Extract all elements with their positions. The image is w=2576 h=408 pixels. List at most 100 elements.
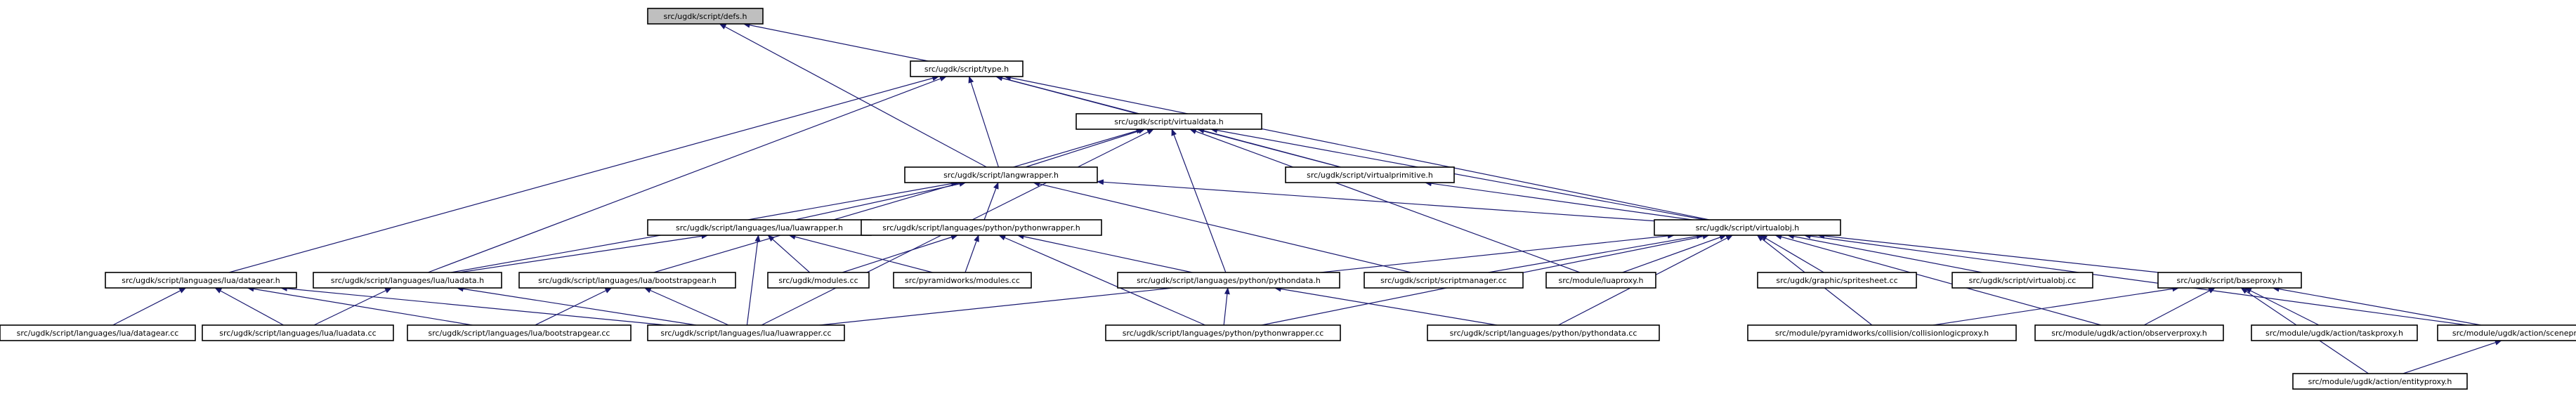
graph-node-type[interactable]: src/ugdk/script/type.h [910,60,1024,77]
edge-pyramid-modules-to-luawrapper-h [788,234,933,273]
edge-luaproxy-to-virtualdata [1189,129,1581,273]
graph-node-modules-cc[interactable]: src/ugdk/modules.cc [767,272,870,289]
node-box [407,324,632,341]
node-label: src/ugdk/script/virtualobj.h [1696,223,1800,232]
node-box [2034,324,2224,341]
edge-pythonwrapper-h-to-langwrapper [983,182,999,221]
node-label: src/ugdk/script/type.h [924,65,1009,74]
edge-pythonwrapper-cc-to-pythonwrapper-h [998,235,1206,326]
edges-layer [112,22,2502,374]
graph-node-virtualprimitive[interactable]: src/ugdk/script/virtualprimitive.h [1285,166,1455,183]
node-label: src/ugdk/script/defs.h [664,12,747,21]
node-label: src/ugdk/script/languages/lua/luadata.cc [219,329,376,338]
node-label: src/module/ugdk/action/sceneproxy.h [2452,329,2576,338]
graph-node-scriptmanager[interactable]: src/ugdk/script/scriptmanager.cc [1364,272,1524,289]
graph-node-datagear-h[interactable]: src/ugdk/script/languages/lua/datagear.h [105,272,297,289]
graph-node-taskproxy[interactable]: src/module/ugdk/action/taskproxy.h [2251,324,2418,341]
node-box [105,272,297,289]
node-label: src/ugdk/script/virtualobj.cc [1969,276,2077,285]
edge-luadata-h-to-luawrapper-h [459,233,709,273]
node-label: src/ugdk/script/languages/lua/bootstrapg… [429,329,610,338]
node-box [313,272,502,289]
graph-node-bootstrapgear-cc[interactable]: src/ugdk/script/languages/lua/bootstrapg… [407,324,632,341]
node-label: src/ugdk/script/baseproxy.h [2177,276,2283,285]
edge-taskproxy-to-baseproxy [2244,287,2320,326]
node-label: src/module/ugdk/action/observerproxy.h [2051,329,2206,338]
graph-node-pythondata-cc[interactable]: src/ugdk/script/languages/python/pythond… [1427,324,1660,341]
node-box [0,324,196,341]
graph-node-pyramid-modules[interactable]: src/pyramidworks/modules.cc [893,272,1032,289]
graph-node-virtualobj-h[interactable]: src/ugdk/script/virtualobj.h [1654,219,1841,236]
edge-luawrapper-cc-to-datagear-h [280,285,667,326]
edge-observerproxy-to-virtualobj-h [1774,234,2102,326]
node-label: src/ugdk/script/languages/lua/luadata.h [331,276,484,285]
edge-virtualobj-h-to-type [1004,74,1710,221]
node-box [1545,272,1656,289]
node-box [1285,166,1455,183]
edge-virtualobj-h-to-virtualdata [1210,127,1706,221]
edge-modules-cc-to-pythonwrapper-h [842,234,958,273]
edge-pythondata-h-to-pythonwrapper-h [1016,233,1193,273]
edge-baseproxy-to-virtualobj-h [1817,233,2159,273]
graph-node-datagear-cc[interactable]: src/ugdk/script/languages/lua/datagear.c… [0,324,196,341]
edge-pyramid-modules-to-pythonwrapper-h [965,235,979,273]
node-box [767,272,870,289]
node-label: src/ugdk/script/langwrapper.h [943,171,1059,180]
edge-datagear-h-to-type [228,75,940,273]
node-label: src/ugdk/modules.cc [778,276,858,285]
graph-node-spritesheet[interactable]: src/ugdk/graphic/spritesheet.cc [1757,272,1917,289]
edge-luadata-h-to-type [427,76,947,273]
edge-langwrapper-to-virtualdata [1025,128,1146,168]
node-box [893,272,1032,289]
graph-node-luawrapper-cc[interactable]: src/ugdk/script/languages/lua/luawrapper… [647,324,845,341]
graph-node-baseproxy[interactable]: src/ugdk/script/baseproxy.h [2157,272,2302,289]
graph-node-pythonwrapper-h[interactable]: src/ugdk/script/languages/python/pythonw… [861,219,1102,236]
node-box [2251,324,2418,341]
edge-luadata-cc-to-datagear-h [214,287,285,326]
node-box [1105,324,1341,341]
graph-node-observerproxy[interactable]: src/module/ugdk/action/observerproxy.h [2034,324,2224,341]
edge-langwrapper-to-defs [719,23,987,168]
node-label: src/module/luaproxy.h [1558,276,1643,285]
graph-node-langwrapper[interactable]: src/ugdk/script/langwrapper.h [904,166,1098,183]
graph-node-collisionlogicproxy[interactable]: src/module/pyramidworks/collision/collis… [1747,324,2017,341]
edge-datagear-cc-to-datagear-h [112,287,187,326]
nodes-layer: src/ugdk/script/defs.h src/ugdk/script/ty… [0,8,2576,390]
node-box [910,60,1024,77]
node-label: src/ugdk/graphic/spritesheet.cc [1776,276,1897,285]
node-label: src/ugdk/script/languages/lua/luawrapper… [660,329,831,338]
node-label: src/ugdk/script/virtualprimitive.h [1307,171,1433,180]
graph-node-sceneproxy[interactable]: src/module/ugdk/action/sceneproxy.h [2437,324,2576,341]
edge-luawrapper-h-to-langwrapper [795,181,967,221]
graph-node-bootstrapgear-h[interactable]: src/ugdk/script/languages/lua/bootstrapg… [518,272,736,289]
node-label: src/ugdk/script/languages/python/pythonw… [882,223,1080,232]
graph-node-luadata-h[interactable]: src/ugdk/script/languages/lua/luadata.h [313,272,502,289]
graph-node-luaproxy[interactable]: src/module/luaproxy.h [1545,272,1656,289]
graph-node-entityproxy[interactable]: src/module/ugdk/action/entityproxy.h [2292,373,2468,390]
graph-node-virtualobj-cc[interactable]: src/ugdk/script/virtualobj.cc [1951,272,2093,289]
node-box [2157,272,2302,289]
edge-pythonwrapper-cc-to-pythondata-h [1223,287,1230,326]
edge-bootstrapgear-cc-to-bootstrapgear-h [535,287,613,326]
graph-node-defs[interactable]: src/ugdk/script/defs.h [647,8,764,25]
node-box [2292,373,2468,390]
node-label: src/module/pyramidworks/collision/collis… [1775,329,1989,338]
graph-node-virtualdata[interactable]: src/ugdk/script/virtualdata.h [1075,113,1262,130]
graph-node-pythonwrapper-cc[interactable]: src/ugdk/script/languages/python/pythonw… [1105,324,1341,341]
edge-luawrapper-cc-to-luawrapper-h [746,235,761,326]
node-label: src/ugdk/script/languages/python/pythond… [1450,329,1637,338]
graph-node-luawrapper-h[interactable]: src/ugdk/script/languages/lua/luawrapper… [647,219,872,236]
node-label: src/ugdk/script/languages/lua/datagear.c… [17,329,179,338]
graph-node-pythondata-h[interactable]: src/ugdk/script/languages/python/pythond… [1117,272,1340,289]
edge-pythondata-cc-to-pythondata-h [1274,286,1498,326]
edge-sceneproxy-to-virtualobj-h [1803,233,2468,326]
edge-luawrapper-cc-to-bootstrapgear-h [643,287,729,326]
edge-collisionlogicproxy-to-baseproxy [1933,286,2180,326]
edge-modules-cc-to-luawrapper-h [767,235,811,273]
edge-virtualobj-cc-to-virtualobj-h [1786,233,1982,273]
graph-node-luadata-cc[interactable]: src/ugdk/script/languages/lua/luadata.cc [202,324,394,341]
node-label: src/ugdk/script/languages/python/pythonw… [1123,329,1324,338]
edge-pythondata-h-to-virtualdata [1171,129,1227,273]
edge-luaproxy-to-virtualobj-h [1622,235,1727,273]
